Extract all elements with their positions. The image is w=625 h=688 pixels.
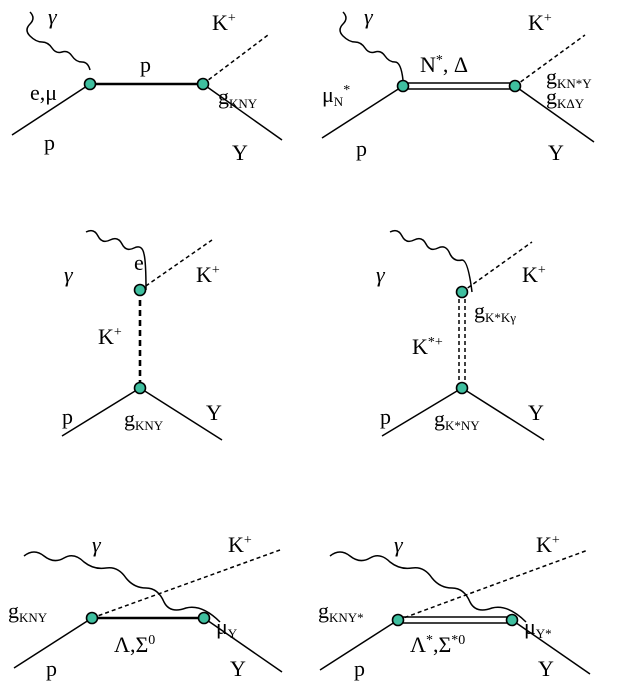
coupling-top-label: e: [134, 250, 144, 275]
vertex-left: [396, 79, 410, 93]
diagram-u-channel-hyperon: γ K+ gKNY μY Λ,Σ0 p Y: [8, 532, 283, 681]
coupling-right-label: μY: [216, 614, 238, 641]
photon-label: γ: [64, 262, 74, 287]
hyperon-label: Y: [538, 656, 554, 681]
hyperon-label: Y: [230, 656, 246, 681]
coupling-top-label: gK*Kγ: [474, 298, 516, 325]
proton-label: p: [44, 130, 55, 155]
hyperon-out-line: [202, 83, 283, 141]
coupling-right-label-2: gKΔY: [546, 84, 585, 111]
photon-line: [26, 11, 91, 71]
vertex-right: [508, 79, 522, 93]
kaon-out-line: [397, 549, 589, 621]
photon-line: [329, 551, 527, 623]
proton-in-line: [13, 617, 93, 669]
hyperon-out-line: [139, 387, 223, 441]
coupling-bottom-label: gK*NY: [434, 406, 480, 433]
kaon-label: K+: [528, 10, 552, 35]
proton-in-line: [61, 387, 141, 437]
hyperon-out-line: [511, 619, 591, 675]
vertex-top: [455, 285, 469, 299]
coupling-right-label-1: gKN*Y: [546, 64, 592, 91]
photon-label: γ: [48, 4, 58, 29]
vertex-left: [391, 613, 405, 627]
diagram-u-channel-hyperon-resonance: γ K+ gKNY* μY* Λ*,Σ*0 p Y: [318, 532, 591, 681]
kaon-label: K+: [536, 532, 560, 557]
coupling-bottom-label: gKNY: [124, 406, 164, 433]
propagator-label: p: [140, 52, 151, 77]
diagram-t-channel-kaon: γ e K+ K+ gKNY p Y: [61, 229, 223, 441]
propagator-label: Λ*,Σ*0: [410, 632, 465, 657]
propagator-label: Λ,Σ0: [114, 632, 155, 657]
kaon-label: K+: [522, 262, 546, 287]
propagator-label: N*, Δ: [420, 52, 468, 77]
photon-label: γ: [394, 532, 404, 557]
vertex-bottom: [455, 381, 469, 395]
hyperon-out-line: [203, 617, 283, 673]
proton-label: p: [354, 656, 365, 681]
proton-in-line: [381, 387, 463, 437]
hyperon-out-line: [461, 387, 545, 441]
kaon-label: K+: [228, 532, 252, 557]
vertex-right: [196, 77, 210, 91]
diagram-s-channel-proton: γ K+ e,μ p gKNY p Y: [11, 4, 283, 165]
diagram-t-channel-kstar: γ K+ gK*Kγ K*+ gK*NY p Y: [376, 229, 546, 441]
hyperon-label: Y: [206, 400, 222, 425]
kaon-out-line: [91, 549, 281, 619]
diagram-s-channel-resonance: γ K+ μN* N*, Δ gKN*Y gKΔY p Y: [321, 4, 595, 165]
coupling-right-label: μY*: [524, 614, 552, 641]
vertex-left: [83, 77, 97, 91]
kaon-out-line: [461, 241, 533, 293]
photon-line: [85, 229, 147, 291]
coupling-right-label: gKNY: [218, 84, 258, 111]
proton-label: p: [380, 404, 391, 429]
proton-label: p: [356, 136, 367, 161]
coupling-left-label: μN*: [322, 82, 350, 109]
kaon-label: K+: [212, 10, 236, 35]
propagator-label: K*+: [412, 334, 443, 359]
vertex-bottom: [133, 381, 147, 395]
proton-in-line: [319, 619, 399, 671]
vertex-left: [85, 611, 99, 625]
photon-label: γ: [364, 4, 374, 29]
kaon-out-line: [202, 34, 269, 85]
proton-label: p: [62, 404, 73, 429]
photon-line: [339, 11, 404, 81]
proton-in-line: [11, 83, 91, 136]
coupling-left-label: e,μ: [30, 80, 57, 105]
coupling-left-label: gKNY: [8, 598, 48, 625]
hyperon-label: Y: [548, 140, 564, 165]
vertex-right: [505, 613, 519, 627]
kaon-out-line: [139, 239, 213, 291]
hyperon-label: Y: [528, 400, 544, 425]
proton-label: p: [46, 656, 57, 681]
propagator-label: K+: [98, 324, 122, 349]
vertex-top: [133, 283, 147, 297]
photon-line: [389, 229, 473, 293]
proton-in-line: [321, 85, 404, 139]
coupling-left-label: gKNY*: [318, 598, 364, 625]
photon-label: γ: [376, 262, 386, 287]
photon-line: [23, 551, 221, 623]
kaon-label: K+: [196, 262, 220, 287]
photon-label: γ: [92, 532, 102, 557]
vertex-right: [197, 611, 211, 625]
hyperon-out-line: [514, 85, 595, 143]
kaon-out-line: [514, 34, 586, 87]
hyperon-label: Y: [232, 140, 248, 165]
